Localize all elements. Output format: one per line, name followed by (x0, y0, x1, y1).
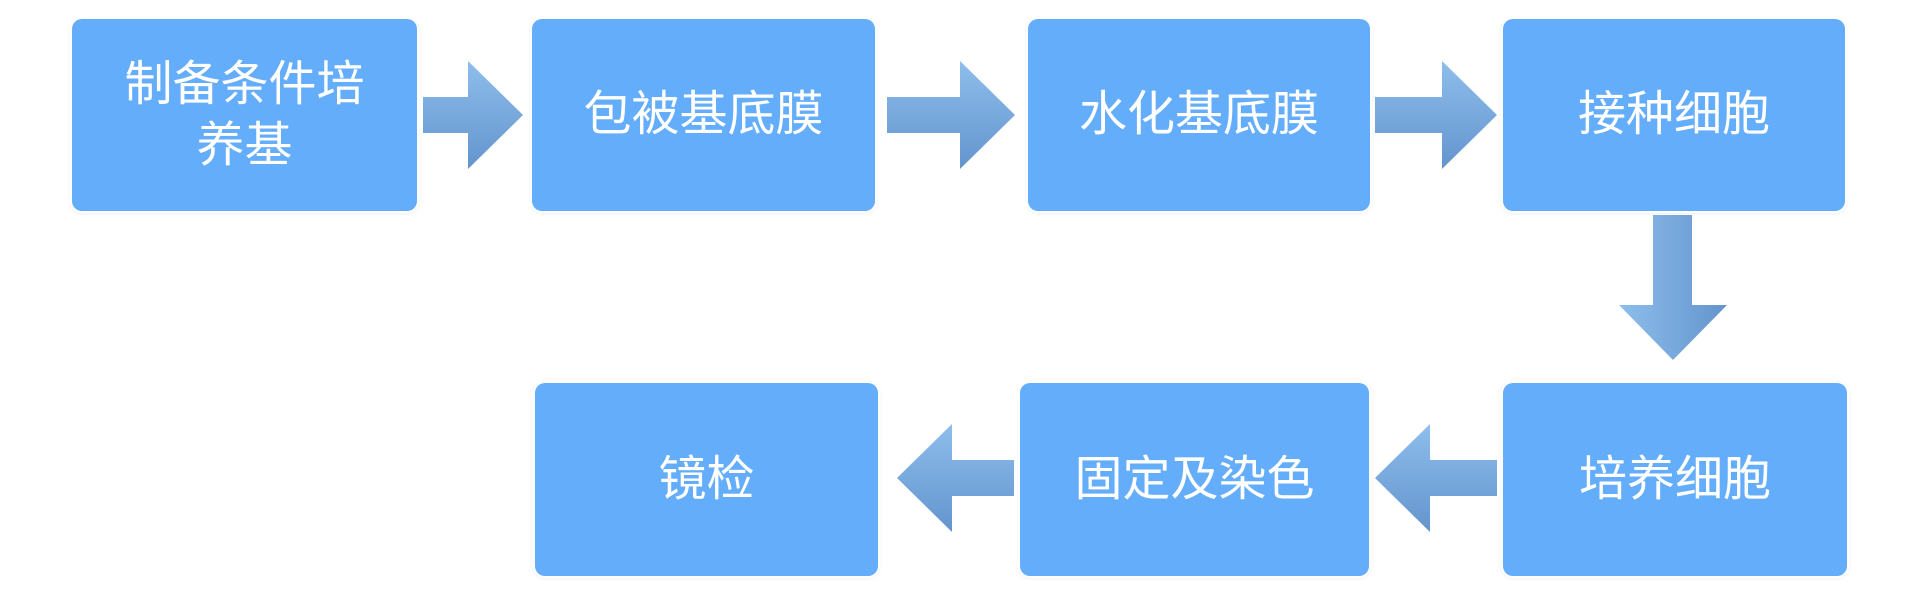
step-box-microscopy: 镜检 (535, 383, 878, 576)
step-label: 包被基底膜 (583, 88, 824, 142)
step-label: 接种细胞 (1577, 88, 1770, 142)
step-box-prepare-conditioned-medium: 制备条件培 养基 (72, 19, 417, 211)
step-box-fix-and-stain: 固定及染色 (1020, 383, 1369, 576)
step-label: 制备条件培 养基 (124, 57, 365, 172)
step-label: 培养细胞 (1578, 452, 1771, 506)
flow-arrow-right-1-icon (423, 61, 523, 169)
step-label: 水化基底膜 (1078, 88, 1319, 142)
flow-arrow-right-3-icon (1375, 61, 1497, 169)
flow-arrow-right-2-icon (887, 61, 1015, 169)
flow-arrow-down-icon (1619, 215, 1727, 360)
flow-arrow-left-1-icon (1375, 424, 1497, 532)
step-box-coat-basement-membrane: 包被基底膜 (532, 19, 875, 211)
step-label: 镜检 (658, 452, 755, 506)
step-box-culture-cells: 培养细胞 (1503, 383, 1847, 576)
flow-arrow-left-2-icon (897, 424, 1014, 532)
step-box-seed-cells: 接种细胞 (1503, 19, 1845, 211)
step-label: 固定及染色 (1074, 452, 1315, 506)
step-box-hydrate-basement-membrane: 水化基底膜 (1028, 19, 1370, 211)
